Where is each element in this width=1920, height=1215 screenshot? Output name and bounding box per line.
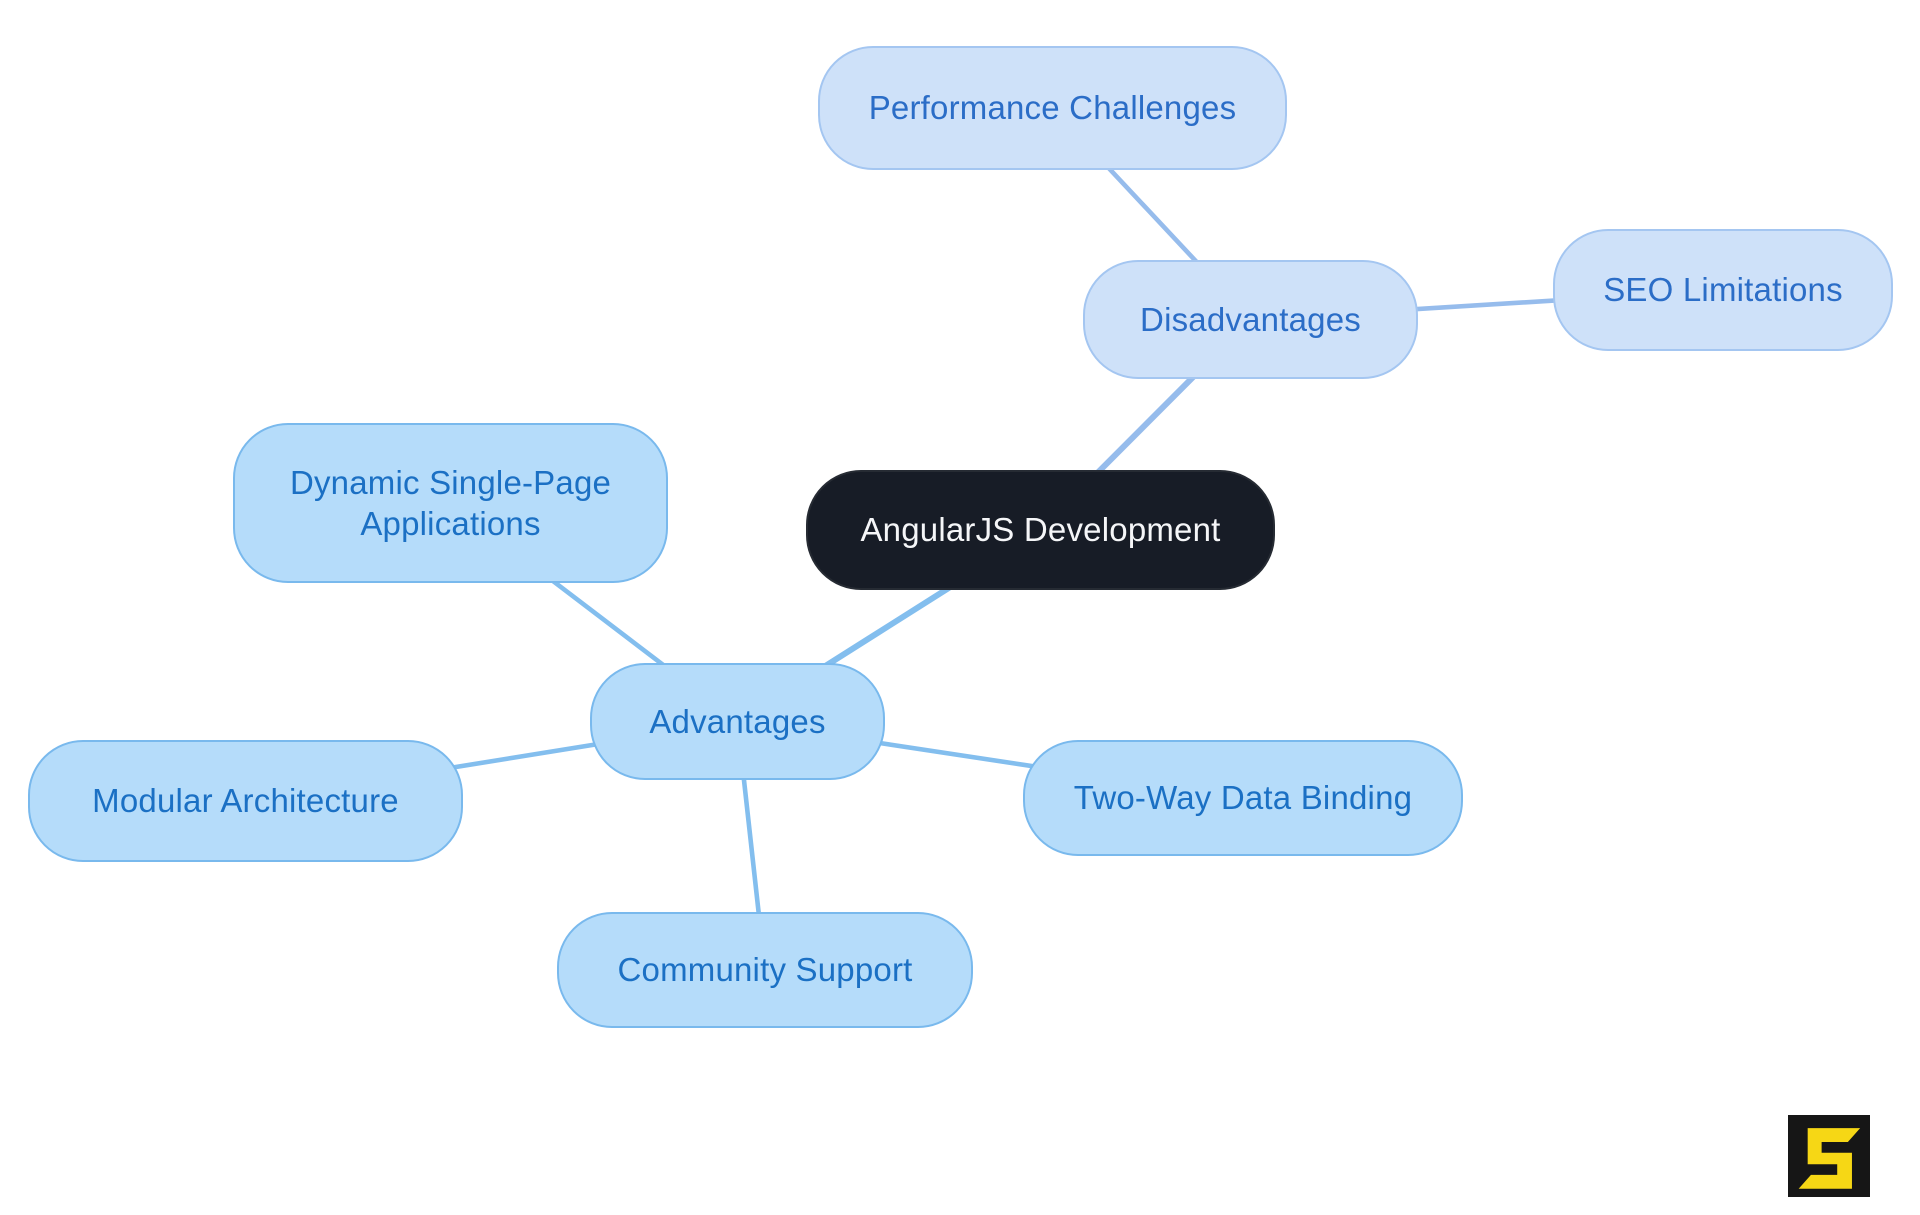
seo-limitations-node: SEO Limitations <box>1553 229 1893 351</box>
brand-logo <box>1788 1114 1870 1198</box>
advantages-label: Advantages <box>649 702 826 740</box>
performance-challenges-label: Performance Challenges <box>868 89 1237 127</box>
dynamic-single-page-applications-label: Dynamic Single-Page Applications <box>289 463 612 542</box>
root-node: AngularJS Development <box>806 470 1275 590</box>
modular-architecture-node: Modular Architecture <box>28 740 463 862</box>
modular-architecture-label: Modular Architecture <box>92 782 399 820</box>
performance-challenges-node: Performance Challenges <box>818 46 1287 170</box>
dynamic-single-page-applications-node: Dynamic Single-Page Applications <box>233 423 668 583</box>
advantages-node: Advantages <box>590 663 885 780</box>
two-way-data-binding-node: Two-Way Data Binding <box>1023 740 1463 856</box>
seo-limitations-label: SEO Limitations <box>1603 271 1843 309</box>
community-support-node: Community Support <box>557 912 973 1028</box>
disadvantages-node: Disadvantages <box>1083 260 1418 379</box>
two-way-data-binding-label: Two-Way Data Binding <box>1073 779 1413 817</box>
s-logo-icon <box>1788 1115 1870 1197</box>
community-support-label: Community Support <box>617 951 913 989</box>
root-label: AngularJS Development <box>860 511 1221 549</box>
disadvantages-label: Disadvantages <box>1140 300 1361 338</box>
